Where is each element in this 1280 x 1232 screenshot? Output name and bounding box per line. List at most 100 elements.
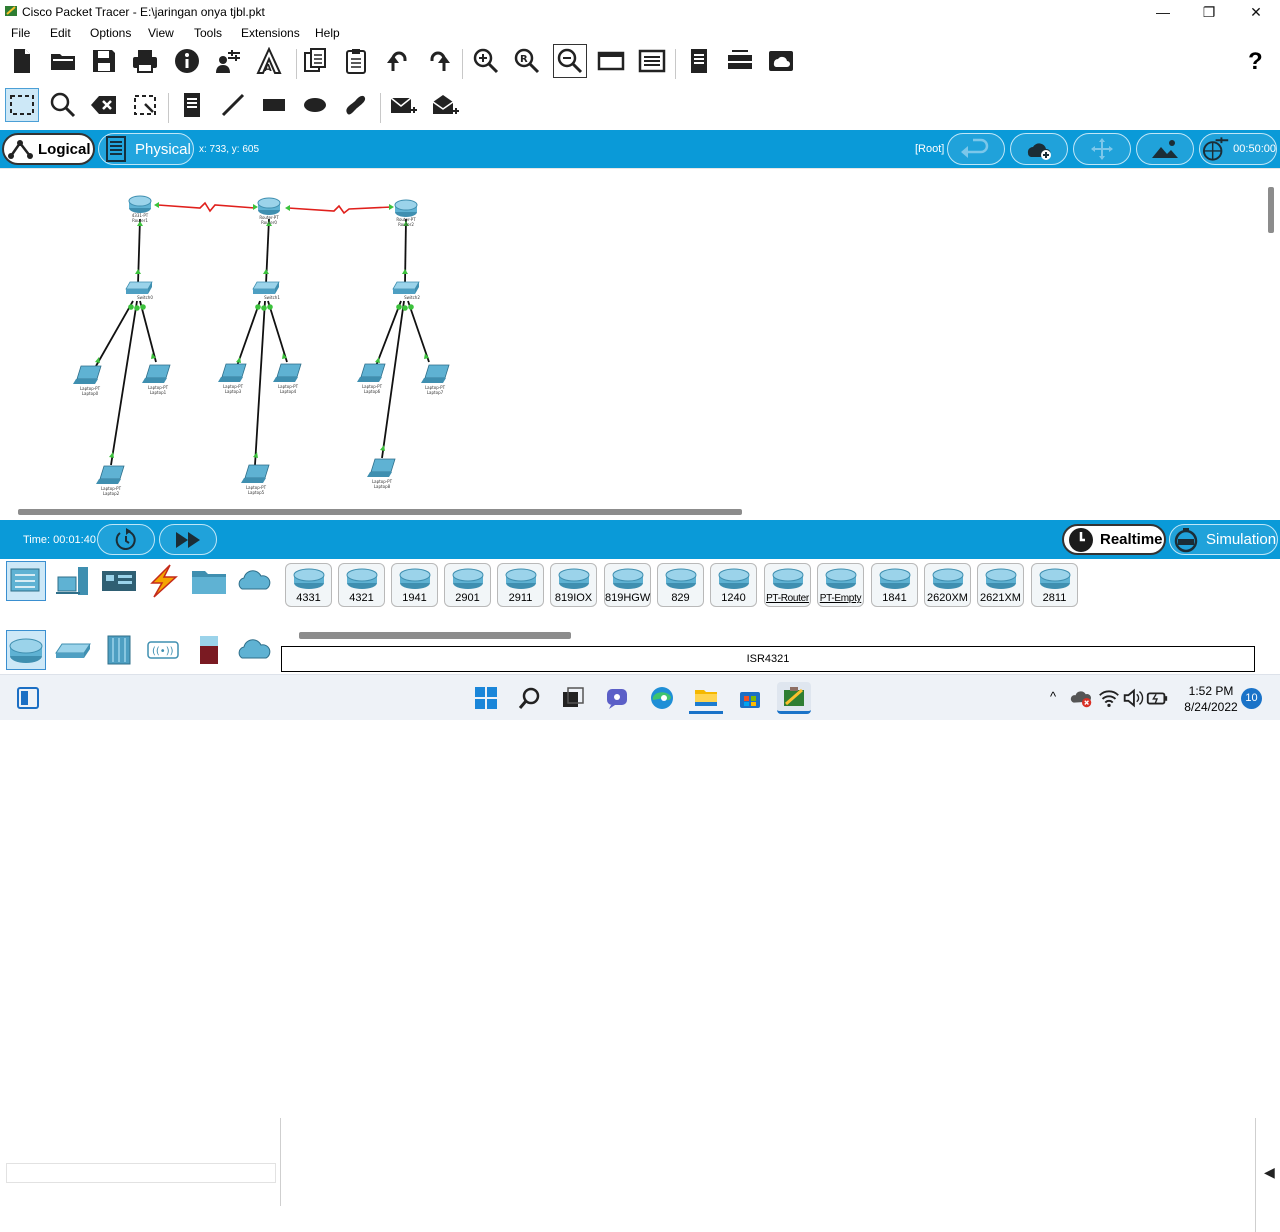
multiuser-category[interactable] — [235, 561, 275, 601]
print-icon[interactable] — [128, 44, 162, 78]
menu-help[interactable]: Help — [315, 26, 340, 40]
search-icon[interactable] — [513, 682, 547, 714]
network-controller-icon[interactable] — [723, 44, 757, 78]
draw-rectangle-icon[interactable] — [257, 88, 291, 122]
device-2811[interactable]: 2811 — [1031, 563, 1078, 607]
logical-workspace-tab[interactable]: Logical — [2, 133, 95, 165]
onedrive-error-icon[interactable] — [1070, 682, 1094, 714]
close-button[interactable]: ✕ — [1250, 4, 1262, 20]
switches-subcategory[interactable] — [53, 630, 93, 670]
device-1941[interactable]: 1941 — [391, 563, 438, 607]
routers-subcategory[interactable] — [6, 630, 46, 670]
end-devices-category[interactable] — [53, 561, 93, 601]
device-1841[interactable]: 1841 — [871, 563, 918, 607]
physical-workspace-tab[interactable]: Physical — [98, 133, 194, 165]
simulation-mode-tab[interactable]: Simulation — [1169, 524, 1278, 555]
packet-tracer-taskbar-icon[interactable] — [777, 682, 811, 714]
minimize-button[interactable]: — — [1156, 4, 1170, 20]
connections-category[interactable] — [143, 561, 183, 601]
device-pt-router[interactable]: PT-Router — [764, 563, 811, 607]
root-breadcrumb[interactable]: [Root] — [915, 143, 945, 155]
device-819iox[interactable]: 819IOX — [550, 563, 597, 607]
fast-forward-button[interactable] — [159, 524, 217, 555]
device-2901[interactable]: 2901 — [444, 563, 491, 607]
realtime-mode-tab[interactable]: Realtime — [1062, 524, 1166, 555]
redo-icon[interactable] — [422, 44, 456, 78]
menu-extensions[interactable]: Extensions — [241, 26, 300, 40]
undo-icon[interactable] — [381, 44, 415, 78]
select-tool-icon[interactable] — [5, 88, 39, 122]
start-icon[interactable] — [469, 682, 503, 714]
device-2620xm[interactable]: 2620XM — [924, 563, 971, 607]
info-icon[interactable] — [170, 44, 204, 78]
teams-chat-icon[interactable] — [600, 682, 634, 714]
paste-icon[interactable] — [339, 44, 373, 78]
device-4321[interactable]: 4321 — [338, 563, 385, 607]
drawing-palette-icon[interactable] — [594, 44, 628, 78]
zoom-reset-icon[interactable]: R — [510, 44, 544, 78]
menu-tools[interactable]: Tools — [194, 26, 223, 40]
menu-edit[interactable]: Edit — [50, 26, 71, 40]
wireless-subcategory[interactable]: ((•)) — [143, 630, 183, 670]
custom-device-icon[interactable] — [211, 44, 245, 78]
device-1240[interactable]: 1240 — [710, 563, 757, 607]
widgets-icon[interactable] — [11, 682, 45, 714]
iot-monitor-icon[interactable] — [764, 44, 798, 78]
wan-emulation-subcategory[interactable] — [235, 630, 275, 670]
help-button[interactable]: ? — [1248, 48, 1263, 75]
device-pt-empty[interactable]: PT-Empty — [817, 563, 864, 607]
custom-device-dialog-icon[interactable] — [635, 44, 669, 78]
microsoft-store-icon[interactable] — [733, 682, 767, 714]
freeform-icon[interactable] — [339, 88, 373, 122]
device-4331[interactable]: 4331 — [285, 563, 332, 607]
add-complex-pdu-icon[interactable] — [428, 88, 462, 122]
security-subcategory[interactable] — [189, 630, 229, 670]
viewport-clock-button[interactable]: 00:50:00 — [1199, 133, 1277, 165]
zoom-out-icon[interactable] — [553, 44, 587, 78]
wifi-icon[interactable] — [1097, 682, 1121, 714]
back-button[interactable] — [947, 133, 1005, 165]
device-list-scrollbar[interactable] — [299, 632, 571, 639]
set-background-button[interactable] — [1136, 133, 1194, 165]
miscellaneous-category[interactable] — [189, 561, 229, 601]
copy-icon[interactable] — [298, 44, 332, 78]
draw-line-icon[interactable] — [216, 88, 250, 122]
canvas-vertical-scrollbar[interactable] — [1268, 187, 1274, 233]
system-clock[interactable]: 1:52 PM 8/24/2022 — [1183, 683, 1239, 715]
move-object-button[interactable] — [1073, 133, 1131, 165]
edge-browser-icon[interactable] — [645, 682, 679, 714]
hubs-subcategory[interactable] — [99, 630, 139, 670]
open-folder-icon[interactable] — [46, 44, 80, 78]
device-819hgw[interactable]: 819HGW — [604, 563, 651, 607]
draw-ellipse-icon[interactable] — [298, 88, 332, 122]
category-search-box[interactable] — [6, 1163, 276, 1183]
notification-badge[interactable]: 10 — [1241, 688, 1262, 709]
components-category[interactable] — [99, 561, 139, 601]
menu-options[interactable]: Options — [90, 26, 132, 40]
device-829[interactable]: 829 — [657, 563, 704, 607]
resize-shape-icon[interactable] — [128, 88, 162, 122]
add-simple-pdu-icon[interactable] — [386, 88, 420, 122]
task-view-icon[interactable] — [556, 682, 590, 714]
volume-icon[interactable] — [1121, 682, 1145, 714]
pdu-list-icon[interactable] — [682, 44, 716, 78]
menu-view[interactable]: View — [148, 26, 174, 40]
battery-charging-icon[interactable] — [1145, 682, 1169, 714]
delete-tool-icon[interactable] — [87, 88, 121, 122]
file-explorer-icon[interactable] — [689, 682, 723, 714]
inspect-tool-icon[interactable] — [46, 88, 80, 122]
collapse-palette-arrow-icon[interactable]: ◀ — [1264, 1164, 1275, 1180]
canvas-horizontal-scrollbar[interactable] — [18, 509, 742, 515]
place-note-icon[interactable] — [175, 88, 209, 122]
new-file-icon[interactable] — [5, 44, 39, 78]
save-icon[interactable] — [87, 44, 121, 78]
network-info-icon[interactable]: A — [252, 44, 286, 78]
menu-file[interactable]: File — [11, 26, 31, 40]
zoom-in-icon[interactable] — [469, 44, 503, 78]
power-cycle-button[interactable] — [97, 524, 155, 555]
tray-overflow-icon[interactable]: ^ — [1050, 689, 1057, 704]
logical-canvas[interactable]: 4331-PT Router1 Router-PT Router0 Router… — [0, 168, 1280, 520]
network-devices-category[interactable] — [6, 561, 46, 601]
new-cluster-button[interactable] — [1010, 133, 1068, 165]
maximize-button[interactable]: ❐ — [1202, 4, 1216, 20]
